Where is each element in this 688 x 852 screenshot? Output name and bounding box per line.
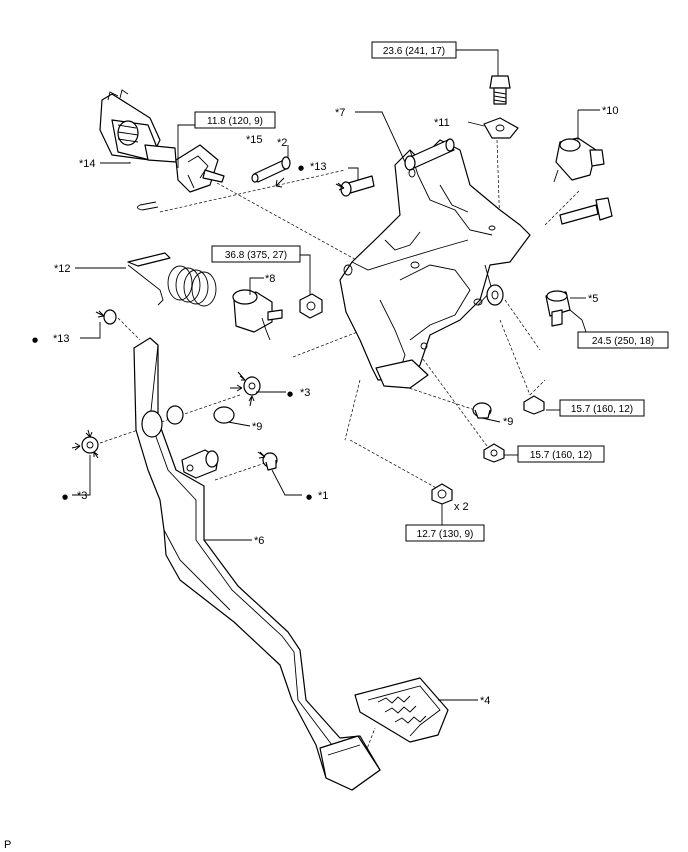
torque-spec: 12.7 (130, 9) — [417, 529, 474, 540]
bullet-icon: ● — [306, 493, 312, 501]
bullet-icon: ● — [298, 164, 304, 172]
callout-13-upper: *13 — [310, 161, 327, 173]
torque-spec: 23.6 (241, 17) — [383, 46, 445, 57]
callout-12: *12 — [54, 263, 71, 275]
callout-7: *7 — [335, 107, 345, 119]
torque-box-3: 36.8 (375, 27) — [211, 245, 301, 263]
callout-3-right: *3 — [300, 387, 310, 399]
callout-8: *8 — [265, 273, 275, 285]
torque-box-7: 12.7 (130, 9) — [405, 524, 485, 542]
callout-5: *5 — [588, 293, 598, 305]
bullet-icon: ● — [287, 390, 293, 398]
arrow-icon — [257, 451, 266, 459]
nut-15-7-upper — [523, 395, 545, 415]
corner-mark: P — [4, 839, 11, 851]
bullet-icon: ● — [62, 493, 68, 501]
stopper-cushion-right — [472, 402, 492, 419]
callout-2: *2 — [277, 137, 287, 149]
callout-4: *4 — [480, 695, 490, 707]
torque-box-1: 23.6 (241, 17) — [371, 41, 457, 59]
arrow-icon — [93, 451, 99, 459]
bracket-clip-nut — [483, 117, 519, 139]
arrow-icon — [71, 442, 81, 451]
torque-spec: 15.7 (160, 12) — [571, 404, 633, 415]
callout-9-right: *9 — [503, 416, 513, 428]
return-spring — [127, 252, 217, 307]
torque-box-2: 11.8 (120, 9) — [194, 111, 276, 129]
arrow-icon — [95, 310, 105, 318]
arrow-icon — [275, 177, 285, 188]
arrow-icons — [71, 177, 345, 459]
callout-14: *14 — [79, 158, 96, 170]
bullet-icon: ● — [32, 336, 38, 344]
torque-spec: 36.8 (375, 27) — [225, 250, 287, 261]
stopper-cushion-left — [213, 406, 235, 424]
torque-spec: 24.5 (250, 18) — [592, 336, 654, 347]
stop-switch-assembly — [545, 290, 571, 327]
shaft-bolt-upper — [340, 175, 375, 197]
callout-3-left: *3 — [77, 490, 87, 502]
brake-pedal-pad — [354, 677, 449, 743]
torque-box-6: 15.7 (160, 12) — [517, 445, 605, 463]
bullet-marks: ● ● ● ● ● — [32, 164, 312, 501]
bushing-left — [81, 436, 99, 454]
torque-spec: 11.8 (120, 9) — [207, 116, 263, 127]
bushing-right — [243, 376, 261, 396]
bushing-lower — [262, 452, 278, 471]
torque-box-5: 15.7 (160, 12) — [559, 399, 645, 417]
nut-12-7 — [431, 483, 453, 505]
torque-box-4: 24.5 (250, 18) — [577, 331, 669, 349]
quantity-label: x 2 — [454, 501, 469, 513]
brake-pedal-arm — [133, 337, 381, 791]
callout-15: *15 — [246, 134, 263, 146]
callout-11: *11 — [434, 117, 450, 129]
callout-9-left: *9 — [252, 421, 262, 433]
stop-light-switch — [232, 289, 283, 341]
bracket-nut — [299, 293, 323, 319]
side-bolt — [559, 197, 613, 225]
callout-6: *6 — [254, 535, 264, 547]
arrow-icon — [335, 182, 345, 191]
nut-15-7-lower — [483, 443, 505, 463]
torque-spec: 15.7 (160, 12) — [530, 450, 592, 461]
top-bolt — [489, 75, 511, 105]
arrow-icon — [85, 429, 93, 438]
arrow-icon — [230, 384, 243, 392]
pedal-stroke-sensor — [553, 137, 605, 183]
callout-labels: *14 *15 *2 *13 *7 *11 *10 *12 *8 *5 *13 … — [4, 105, 619, 851]
pedal-bracket — [339, 138, 531, 389]
bushing-spring — [103, 309, 117, 325]
clevis-pin — [251, 156, 291, 183]
arrow-icon — [237, 371, 246, 381]
callout-1: *1 — [318, 490, 328, 502]
callout-10: *10 — [602, 105, 619, 117]
master-cylinder-pushrod — [99, 89, 225, 211]
arrow-icon — [248, 395, 255, 407]
callout-13-lower: *13 — [53, 333, 70, 345]
leader-lines — [72, 49, 600, 701]
